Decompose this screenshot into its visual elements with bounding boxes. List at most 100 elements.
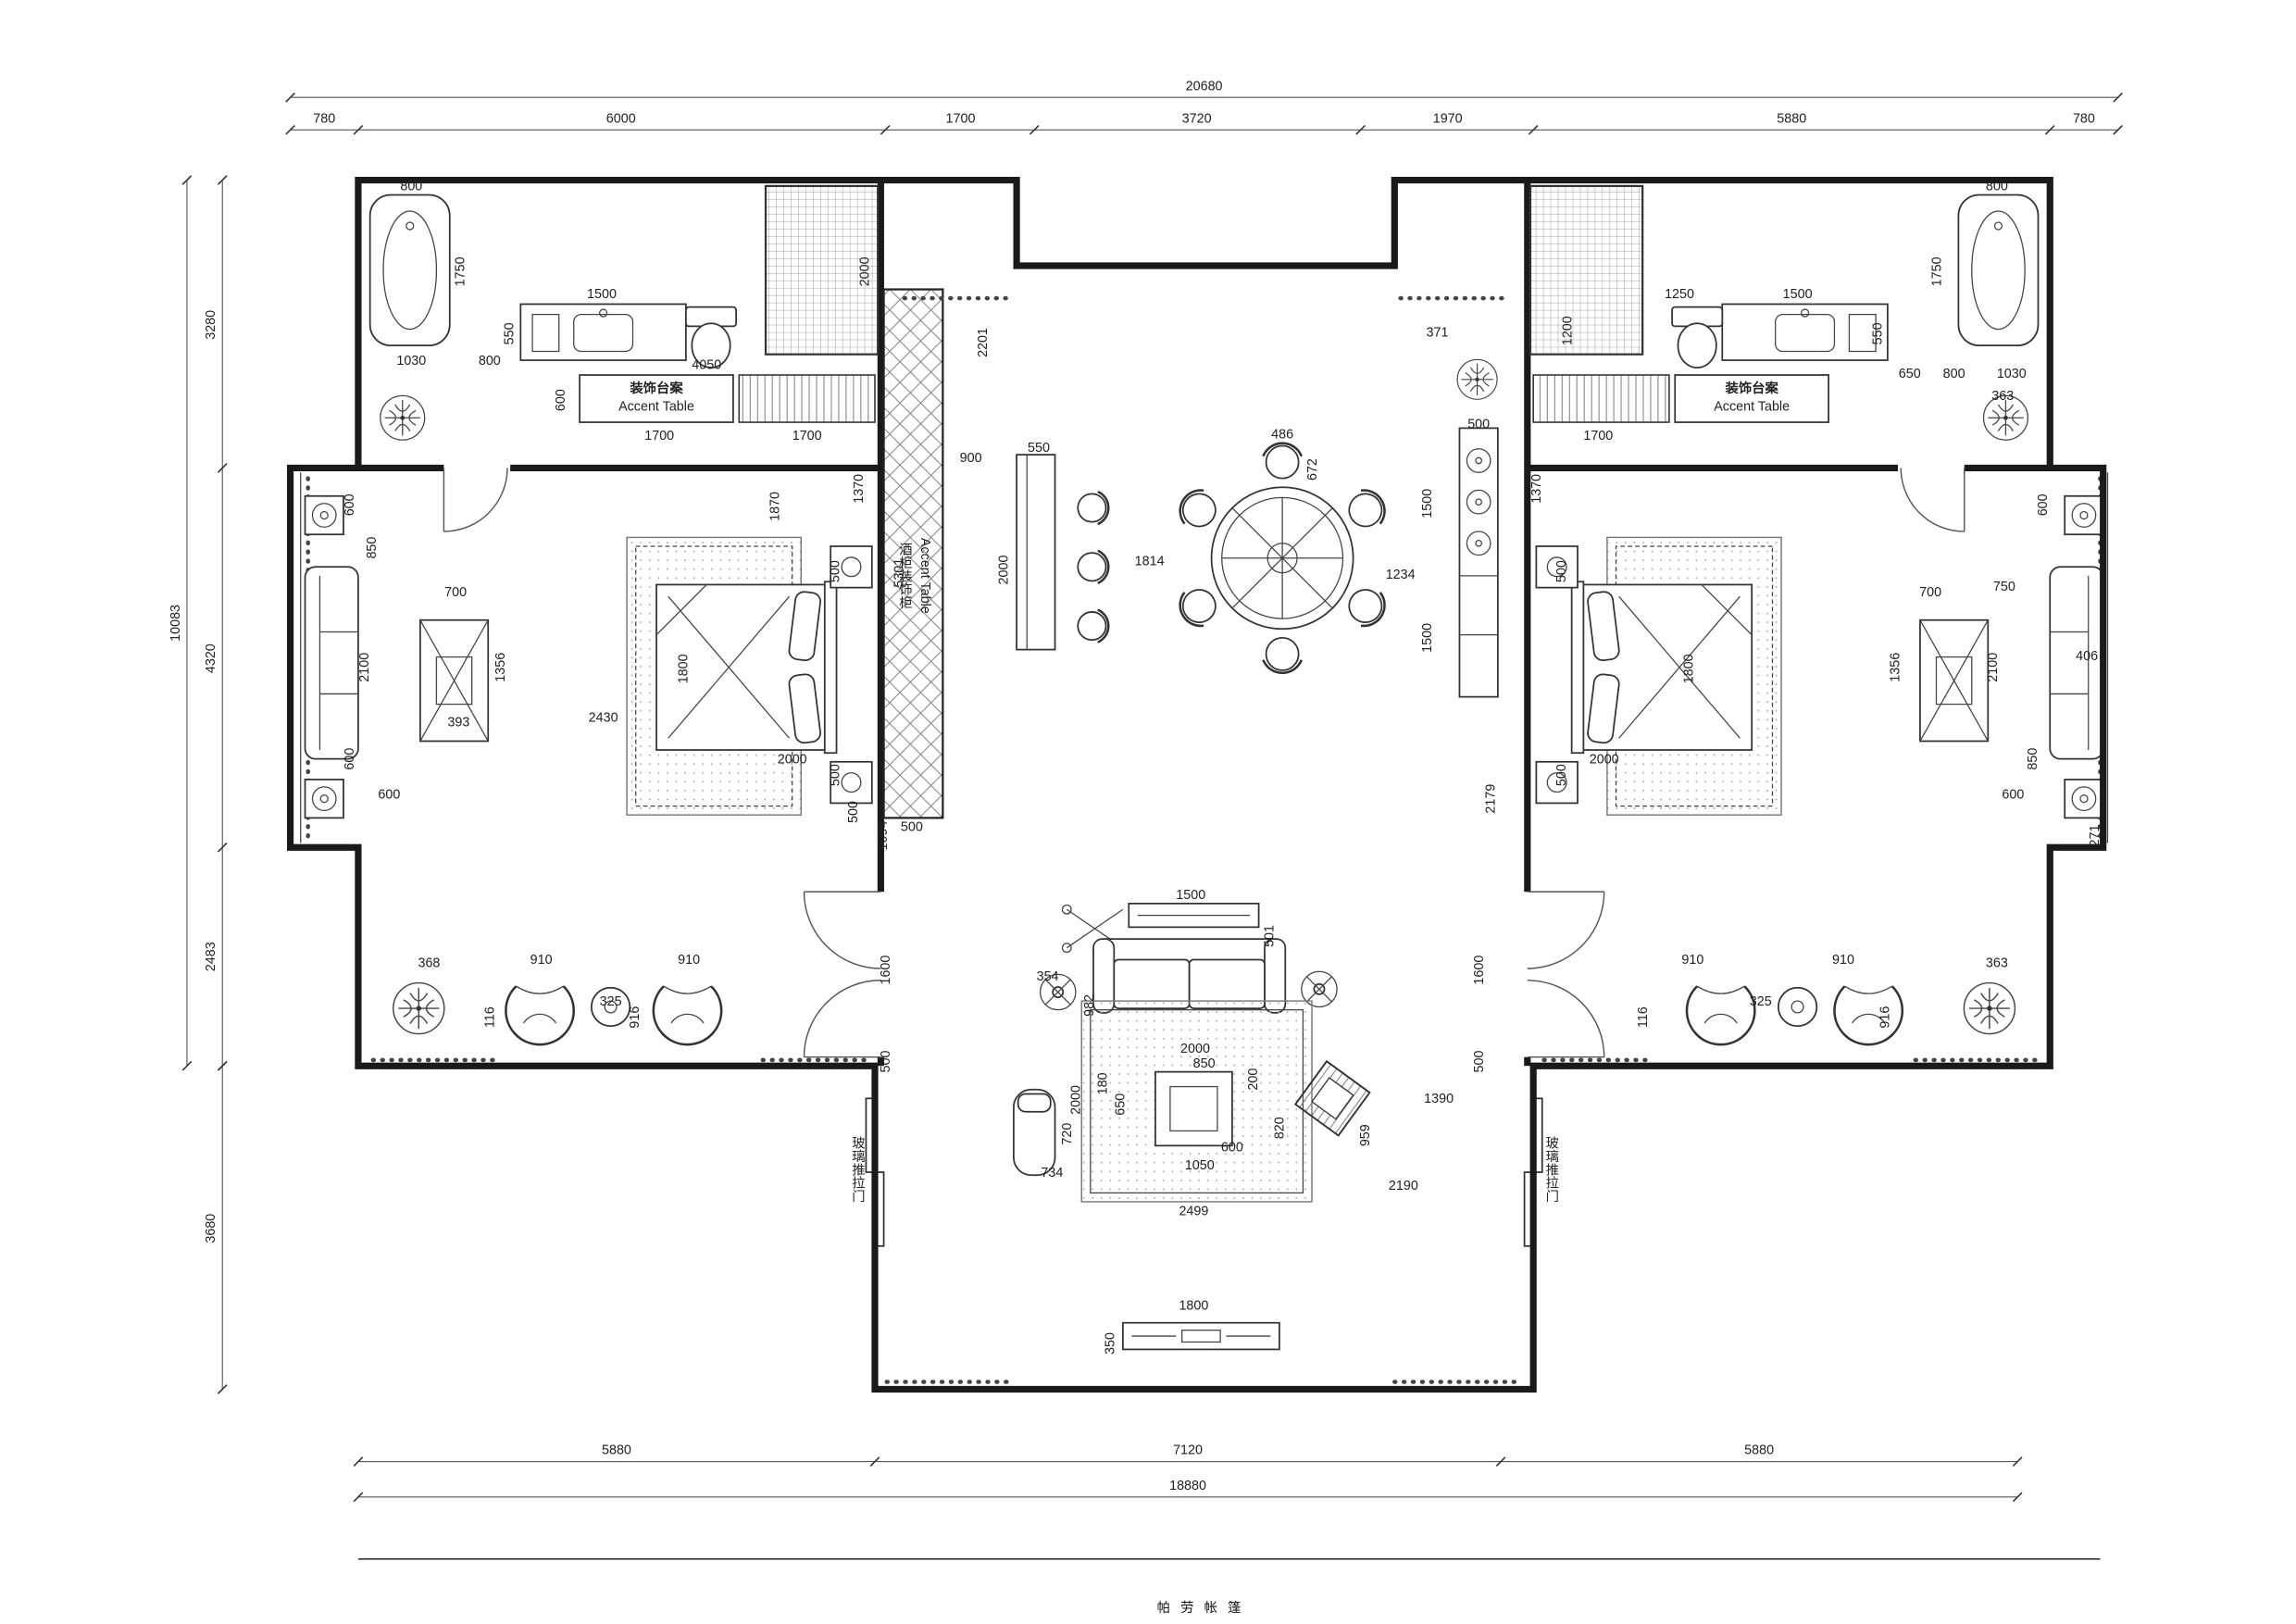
accent-table-sublabel: Accent Table	[618, 399, 694, 414]
headboard	[823, 581, 838, 755]
dimension-label: 4050	[692, 358, 721, 373]
dimension-label: 550	[1028, 441, 1050, 456]
dimension-label: 1800	[1179, 1298, 1208, 1313]
dimension-label: 501	[1263, 925, 1278, 947]
dimension-label: 1800	[677, 654, 692, 683]
dimension-label: 20680	[1186, 79, 1223, 94]
dimension-label: 1500	[1420, 623, 1435, 653]
dimension-label: 800	[1943, 367, 1965, 381]
dimension-label: 500	[879, 1050, 893, 1072]
fireplace-stove	[1293, 1059, 1371, 1137]
dimension-label: 800	[1986, 180, 2008, 194]
dimension-label: 1800	[1681, 654, 1696, 683]
dimension-label: 1500	[1176, 888, 1205, 903]
chaise-lounge	[1013, 1088, 1056, 1177]
dimension-label: 1600	[879, 956, 893, 985]
dimension-label: 600	[343, 748, 357, 770]
dimension-label: 780	[2073, 111, 2095, 126]
dimension-label: 1870	[767, 492, 782, 521]
accent-table-sublabel: Accent Table	[1714, 399, 1790, 414]
nightstand	[830, 760, 873, 805]
dimension-label: 1970	[1433, 111, 1463, 126]
bay-sofa	[304, 566, 359, 760]
dimension-label: 672	[1305, 458, 1320, 481]
dimension-label: 2499	[1179, 1204, 1208, 1218]
wine-cabinet-label: 酒柜装饰柜	[897, 543, 912, 609]
dimension-label: 550	[1870, 322, 1885, 344]
dimension-label: 2430	[589, 711, 618, 726]
dimension-label: 800	[479, 354, 501, 369]
dimension-label: 2201	[976, 328, 991, 357]
dimension-label: 2000	[1180, 1042, 1210, 1056]
dimension-label: 600	[378, 788, 400, 803]
dimension-label: 500	[1467, 417, 1490, 431]
dimension-label: 3280	[204, 310, 218, 340]
bay-window	[300, 472, 310, 843]
dimension-label: 910	[678, 953, 700, 968]
dimension-label: 200	[1246, 1068, 1261, 1091]
dimension-label: 650	[1899, 367, 1921, 381]
dimension-label: 1700	[792, 429, 822, 443]
dimension-label: 116	[1636, 1006, 1651, 1028]
vanity-counter	[519, 303, 687, 361]
dimension-label: 720	[1060, 1123, 1075, 1145]
bar-stool	[1076, 549, 1110, 585]
dimension-label: 500	[829, 560, 843, 582]
dimension-label: 750	[1993, 580, 2015, 594]
coffee-table	[1154, 1070, 1233, 1147]
left-suite	[300, 180, 884, 1067]
dimension-label: 1600	[1472, 956, 1487, 985]
dimension-chain	[353, 1492, 2023, 1503]
dimension-label: 600	[2002, 788, 2024, 803]
side-table	[304, 779, 344, 819]
dimension-label: 600	[554, 389, 568, 411]
bar-stool	[1076, 608, 1110, 643]
dimension-label: 2000	[778, 752, 807, 767]
toilet	[685, 306, 737, 369]
center-zone	[865, 288, 1543, 1384]
plant	[1456, 358, 1498, 401]
dimension-label: 5301	[892, 558, 906, 588]
barrel-chair	[652, 984, 723, 1046]
dimension-label: 371	[1427, 326, 1449, 341]
dimension-chain	[285, 92, 2123, 103]
dimension-label: 325	[1750, 994, 1772, 1009]
console-table	[1128, 902, 1260, 929]
dimension-label: 2000	[858, 256, 873, 286]
dining-chair	[1172, 482, 1225, 536]
dimension-label: 959	[1358, 1124, 1373, 1146]
dimension-label: 910	[1681, 953, 1703, 968]
dimension-label: 116	[483, 1006, 498, 1028]
bar-counter	[1016, 454, 1056, 651]
right-suite	[1528, 181, 2108, 1067]
dimension-label: 1200	[1561, 316, 1576, 345]
dimension-label: 910	[530, 953, 553, 968]
sofa	[1092, 938, 1287, 1014]
dimension-label: 1390	[1424, 1092, 1454, 1106]
dimension-label: 600	[343, 493, 357, 516]
dimension-label: 1356	[1889, 653, 1903, 682]
accent-table-label: 装饰台案	[629, 380, 683, 396]
dimension-label: 2000	[997, 556, 1012, 585]
nightstand	[830, 545, 873, 589]
dimension-label: 1500	[1783, 287, 1813, 302]
dimension-label: 325	[600, 994, 622, 1009]
dimension-label: 2000	[1590, 752, 1619, 767]
glass-sliding-door-label: 玻璃推拉门	[1543, 1136, 1558, 1204]
dimension-label: 1030	[396, 354, 426, 369]
side-table	[304, 494, 344, 536]
suite-double-door	[803, 891, 881, 1058]
dimension-chain	[353, 1456, 2023, 1467]
dimension-label: 7120	[1173, 1443, 1203, 1458]
shower	[764, 184, 880, 356]
dimension-label: 850	[365, 537, 380, 559]
dining-chair	[1341, 482, 1393, 536]
dimension-label: 600	[1221, 1141, 1243, 1156]
dimension-label: 600	[2036, 493, 2051, 516]
dimension-label: 1030	[1997, 367, 2027, 381]
dimension-label: 700	[444, 585, 467, 600]
dimension-label: 2179	[1484, 784, 1499, 814]
dimension-label: 916	[628, 1006, 643, 1029]
